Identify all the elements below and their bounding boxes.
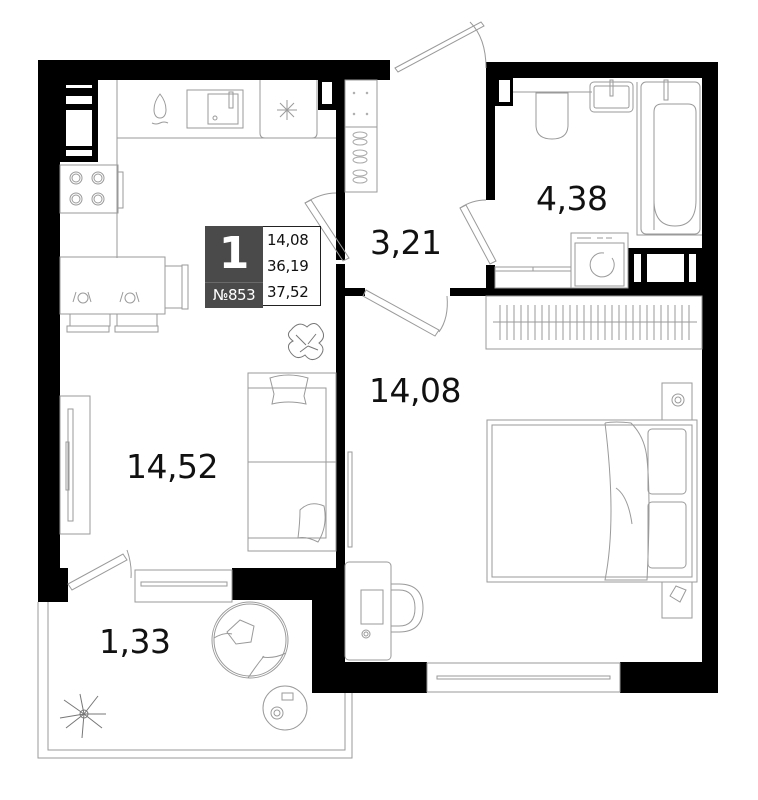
rooms-count: 1 (218, 228, 250, 279)
badge-rooms-panel: 1 №853 (205, 226, 263, 308)
living-area: 14,08 (267, 230, 309, 249)
apartment-info-badge: 1 №853 14,08 36,19 37,52 (205, 226, 321, 308)
wall-openings (66, 80, 696, 282)
room-area-hallway: 3,21 (370, 223, 442, 262)
room-area-bedroom: 14,08 (369, 371, 461, 410)
total-area-with-balcony: 37,52 (267, 282, 309, 301)
apartment-number: №853 (205, 282, 263, 308)
room-area-balcony: 1,33 (99, 622, 171, 661)
furniture (37, 21, 703, 759)
total-area: 36,19 (267, 256, 309, 275)
walls (38, 60, 718, 693)
room-area-kitchen-living: 14,52 (126, 447, 218, 486)
badge-areas-panel: 14,08 36,19 37,52 (263, 226, 321, 306)
room-area-bathroom: 4,38 (536, 179, 608, 218)
